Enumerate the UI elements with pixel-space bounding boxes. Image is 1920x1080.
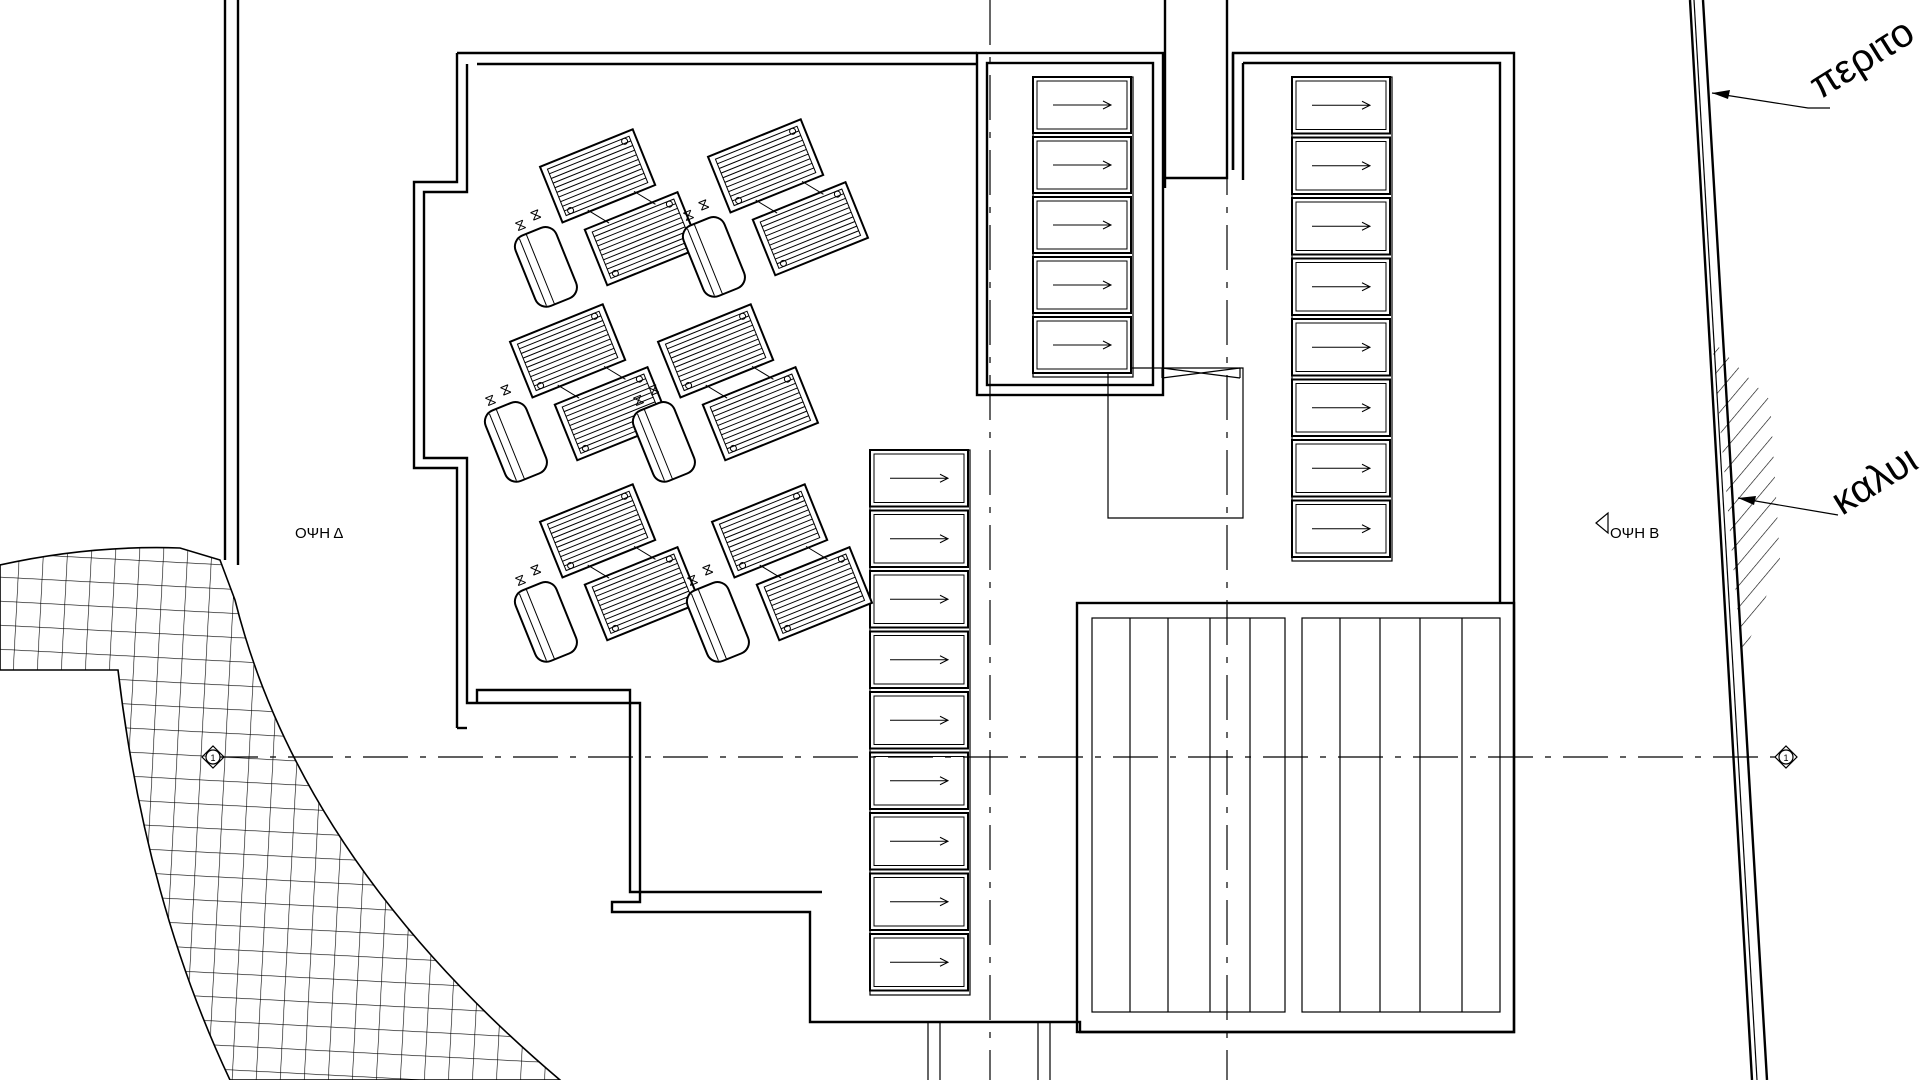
stair-flight-east [1291, 76, 1393, 562]
stair-east-arrow-icon-7 [1312, 463, 1372, 473]
solar-heater-1 [490, 123, 700, 313]
stair-east-arrow-icon-5 [1312, 342, 1372, 352]
solar-heater-2 [658, 113, 868, 303]
elevation-marker-east: ΟΨΗ Β [1595, 511, 1659, 542]
callout-top-text: περιτο [1801, 10, 1920, 108]
stair-west-arrow-icon-2 [890, 534, 950, 544]
stair-east-arrow-icon-2 [1312, 161, 1372, 171]
pergola-area [1075, 601, 1516, 1034]
stair-west-arrow-icon-1 [890, 473, 950, 483]
stair-flight-west [869, 449, 971, 996]
stair-west-arrow-icon-4 [890, 655, 950, 665]
axis-marker-right-label: 1 [1783, 753, 1788, 763]
stair-west-arrow-icon-7 [890, 836, 950, 846]
stair-north-arrow-icon-4 [1053, 280, 1113, 290]
stair-west-tread-5 [869, 691, 969, 750]
stair-east-arrow-icon-1 [1312, 100, 1372, 110]
grid-axes [213, 0, 1790, 1080]
stair-west-arrow-icon-6 [890, 776, 950, 786]
stair-west-arrow-icon-3 [890, 594, 950, 604]
stair-east-arrow-icon-8 [1312, 524, 1372, 534]
stair-shaft [975, 51, 1244, 519]
stair-west-tread-8 [869, 872, 969, 931]
paving-area [0, 546, 562, 1080]
elevation-label-east: ΟΨΗ Β [1610, 525, 1659, 542]
stair-west-arrow-icon-5 [890, 715, 950, 725]
stair-west-arrow-icon-9 [890, 957, 950, 967]
stair-east-arrow-icon-6 [1312, 403, 1372, 413]
stair-north-arrow-icon-5 [1053, 340, 1113, 350]
axis-marker-right: 1 [1774, 745, 1798, 769]
stair-east-tread-1 [1291, 76, 1391, 135]
stair-north-arrow-icon-2 [1053, 160, 1113, 170]
stair-east-arrow-icon-4 [1312, 282, 1372, 292]
stair-north-tread-1 [1032, 76, 1132, 134]
axis-marker-left: 1 [201, 745, 225, 769]
stair-west-arrow-icon-8 [890, 897, 950, 907]
stair-flight-north [1032, 76, 1134, 378]
solar-heater-3 [460, 298, 670, 488]
solar-heaters [460, 113, 872, 668]
callout-top: περιτο [1711, 10, 1920, 109]
solar-heater-6 [662, 478, 872, 668]
stair-north-arrow-icon-3 [1053, 220, 1113, 230]
stair-north-arrow-icon-1 [1053, 100, 1113, 110]
solar-heater-5 [490, 478, 700, 668]
axis-marker-left-label: 1 [210, 753, 215, 763]
elevation-label-west: ΟΨΗ Δ [295, 525, 343, 542]
callout-mid-text: καλυι [1823, 437, 1920, 523]
stair-east-arrow-icon-3 [1312, 221, 1372, 231]
